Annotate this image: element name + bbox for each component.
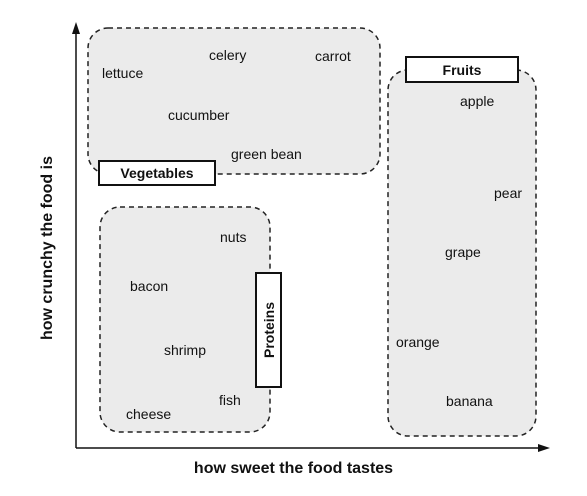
fruits-label-text: Fruits bbox=[442, 61, 482, 78]
item-nuts: nuts bbox=[220, 229, 247, 245]
proteins-label-text: Proteins bbox=[260, 301, 277, 359]
item-fish: fish bbox=[219, 392, 241, 408]
item-celery: celery bbox=[209, 47, 247, 63]
item-carrot: carrot bbox=[315, 48, 351, 64]
item-shrimp: shrimp bbox=[164, 342, 207, 358]
x-axis-label: how sweet the food tastes bbox=[193, 460, 394, 477]
x-axis-arrow bbox=[538, 444, 550, 452]
item-cheese: cheese bbox=[126, 406, 172, 422]
y-axis-label: how crunchy the food is bbox=[39, 155, 56, 341]
item-banana: banana bbox=[446, 393, 493, 409]
item-lettuce: lettuce bbox=[102, 65, 144, 81]
fruits-label: Fruits bbox=[405, 56, 519, 83]
item-pear: pear bbox=[494, 185, 523, 201]
item-grape: grape bbox=[445, 244, 481, 260]
proteins-label: Proteins bbox=[255, 272, 282, 388]
vegetables-region bbox=[87, 27, 381, 175]
item-bacon: bacon bbox=[130, 278, 169, 294]
y-axis-arrow bbox=[72, 22, 80, 34]
vegetables-label: Vegetables bbox=[98, 160, 216, 186]
item-apple: apple bbox=[460, 93, 495, 109]
vegetables-label-text: Vegetables bbox=[120, 165, 194, 181]
item-orange: orange bbox=[396, 334, 440, 350]
item-cucumber: cucumber bbox=[168, 107, 230, 123]
item-green-bean: green bean bbox=[231, 146, 302, 162]
